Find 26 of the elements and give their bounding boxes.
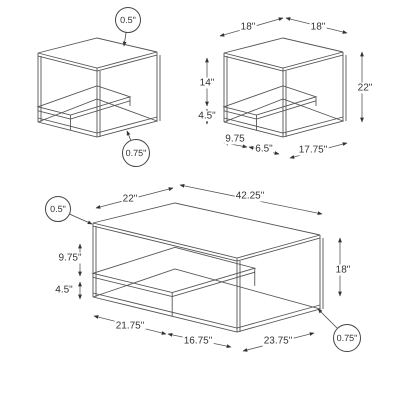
dimension-label: 22" bbox=[122, 194, 138, 204]
dimension-label: 4.5" bbox=[197, 110, 217, 122]
coffee-table-drawing bbox=[91, 202, 324, 332]
dimension-label: 17.75" bbox=[298, 144, 328, 156]
dimension-label: 18" bbox=[310, 22, 326, 32]
dimension-label: 6.5" bbox=[254, 144, 274, 154]
dimension-label: 14" bbox=[198, 78, 216, 88]
callout-circle: 0.75" bbox=[122, 139, 150, 167]
dimension-label: 9.75 bbox=[224, 134, 246, 144]
dimension-label: 42.25" bbox=[234, 190, 266, 202]
callout-circle: 0.75" bbox=[333, 324, 361, 352]
dimension-label: 4.5" bbox=[54, 284, 74, 296]
dimension-label: 21.75" bbox=[114, 320, 146, 332]
leader-line bbox=[126, 130, 132, 140]
callout-circle: 0.5" bbox=[45, 196, 71, 222]
dimension-label: 22" bbox=[356, 82, 374, 94]
callout-circle: 0.5" bbox=[115, 7, 141, 33]
dimension-label: 9.75" bbox=[58, 252, 82, 264]
leader-line bbox=[70, 214, 92, 224]
leader-line bbox=[318, 308, 338, 328]
dimension-label: 18" bbox=[334, 264, 352, 276]
dimension-label: 18" bbox=[240, 22, 256, 32]
dimension-label: 23.75" bbox=[262, 336, 294, 346]
end-table-drawing bbox=[36, 38, 160, 138]
leader-line bbox=[122, 32, 127, 46]
dimension-label: 16.75" bbox=[182, 336, 214, 346]
